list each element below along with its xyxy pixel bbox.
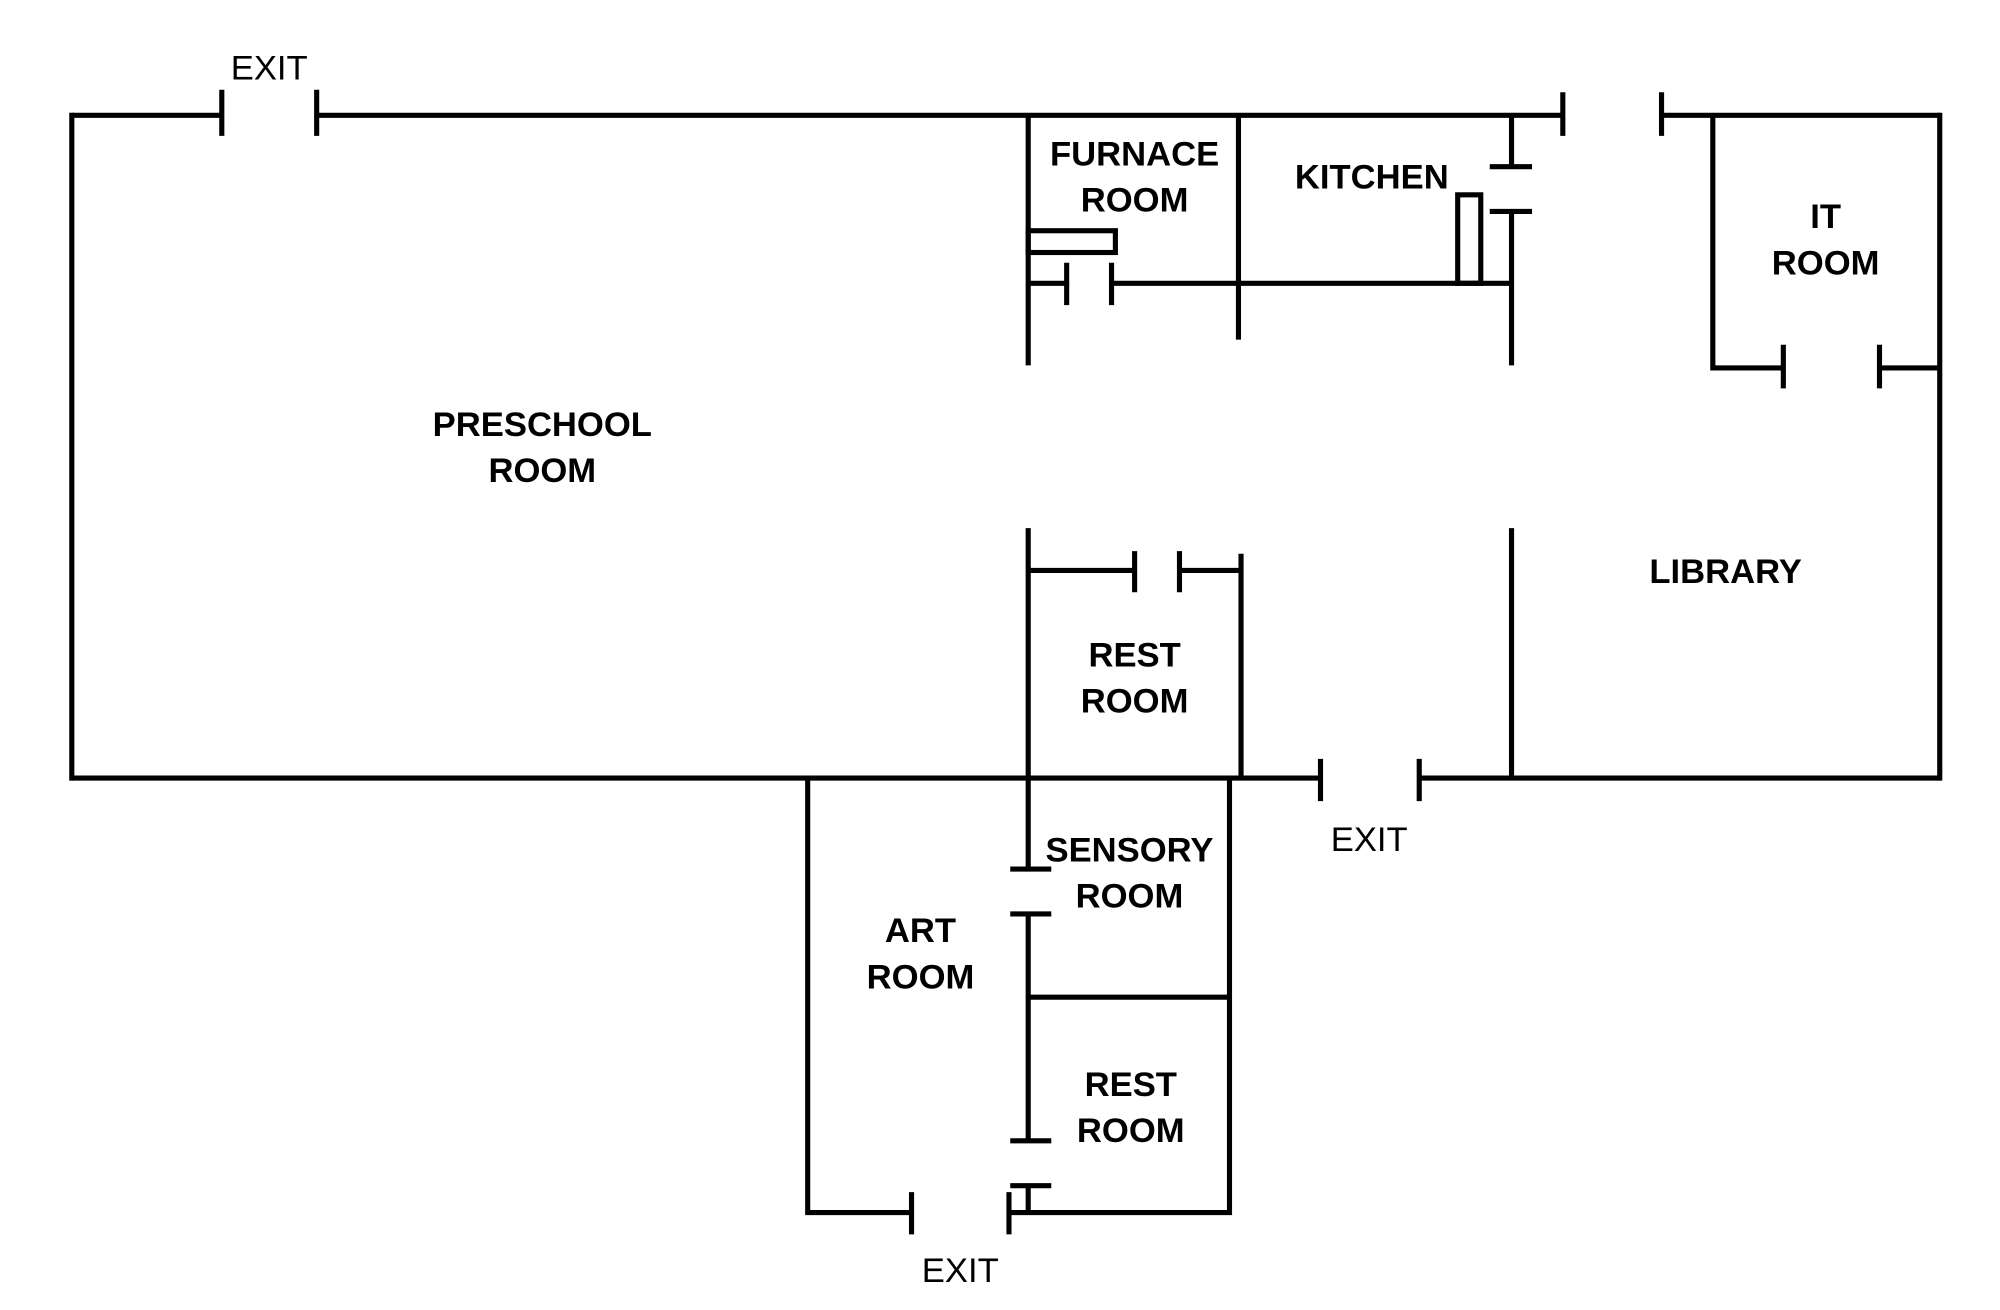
outer-wall-top — [71, 89, 1940, 136]
kitchen-counter — [1455, 192, 1484, 286]
exit-label-bottom-art: EXIT — [922, 1252, 999, 1290]
kitchen-label: KITCHEN — [1295, 158, 1449, 196]
art-wing-walls — [805, 778, 1233, 1235]
exit-label-bottom-middle: EXIT — [1331, 821, 1408, 859]
rest-room-upper-walls — [1025, 528, 1244, 779]
it-room-walls — [1710, 115, 1940, 389]
furnace-appliance — [1025, 228, 1118, 256]
exit-label-top-left: EXIT — [231, 49, 308, 87]
outer-wall-bottom — [71, 758, 1940, 802]
exit-labels: EXIT EXIT EXIT — [231, 49, 1408, 1289]
walls — [69, 89, 1943, 1235]
library-label: LIBRARY — [1649, 553, 1802, 591]
sensory-rest-walls — [1010, 778, 1230, 1213]
kitchen-walls — [1489, 115, 1533, 366]
